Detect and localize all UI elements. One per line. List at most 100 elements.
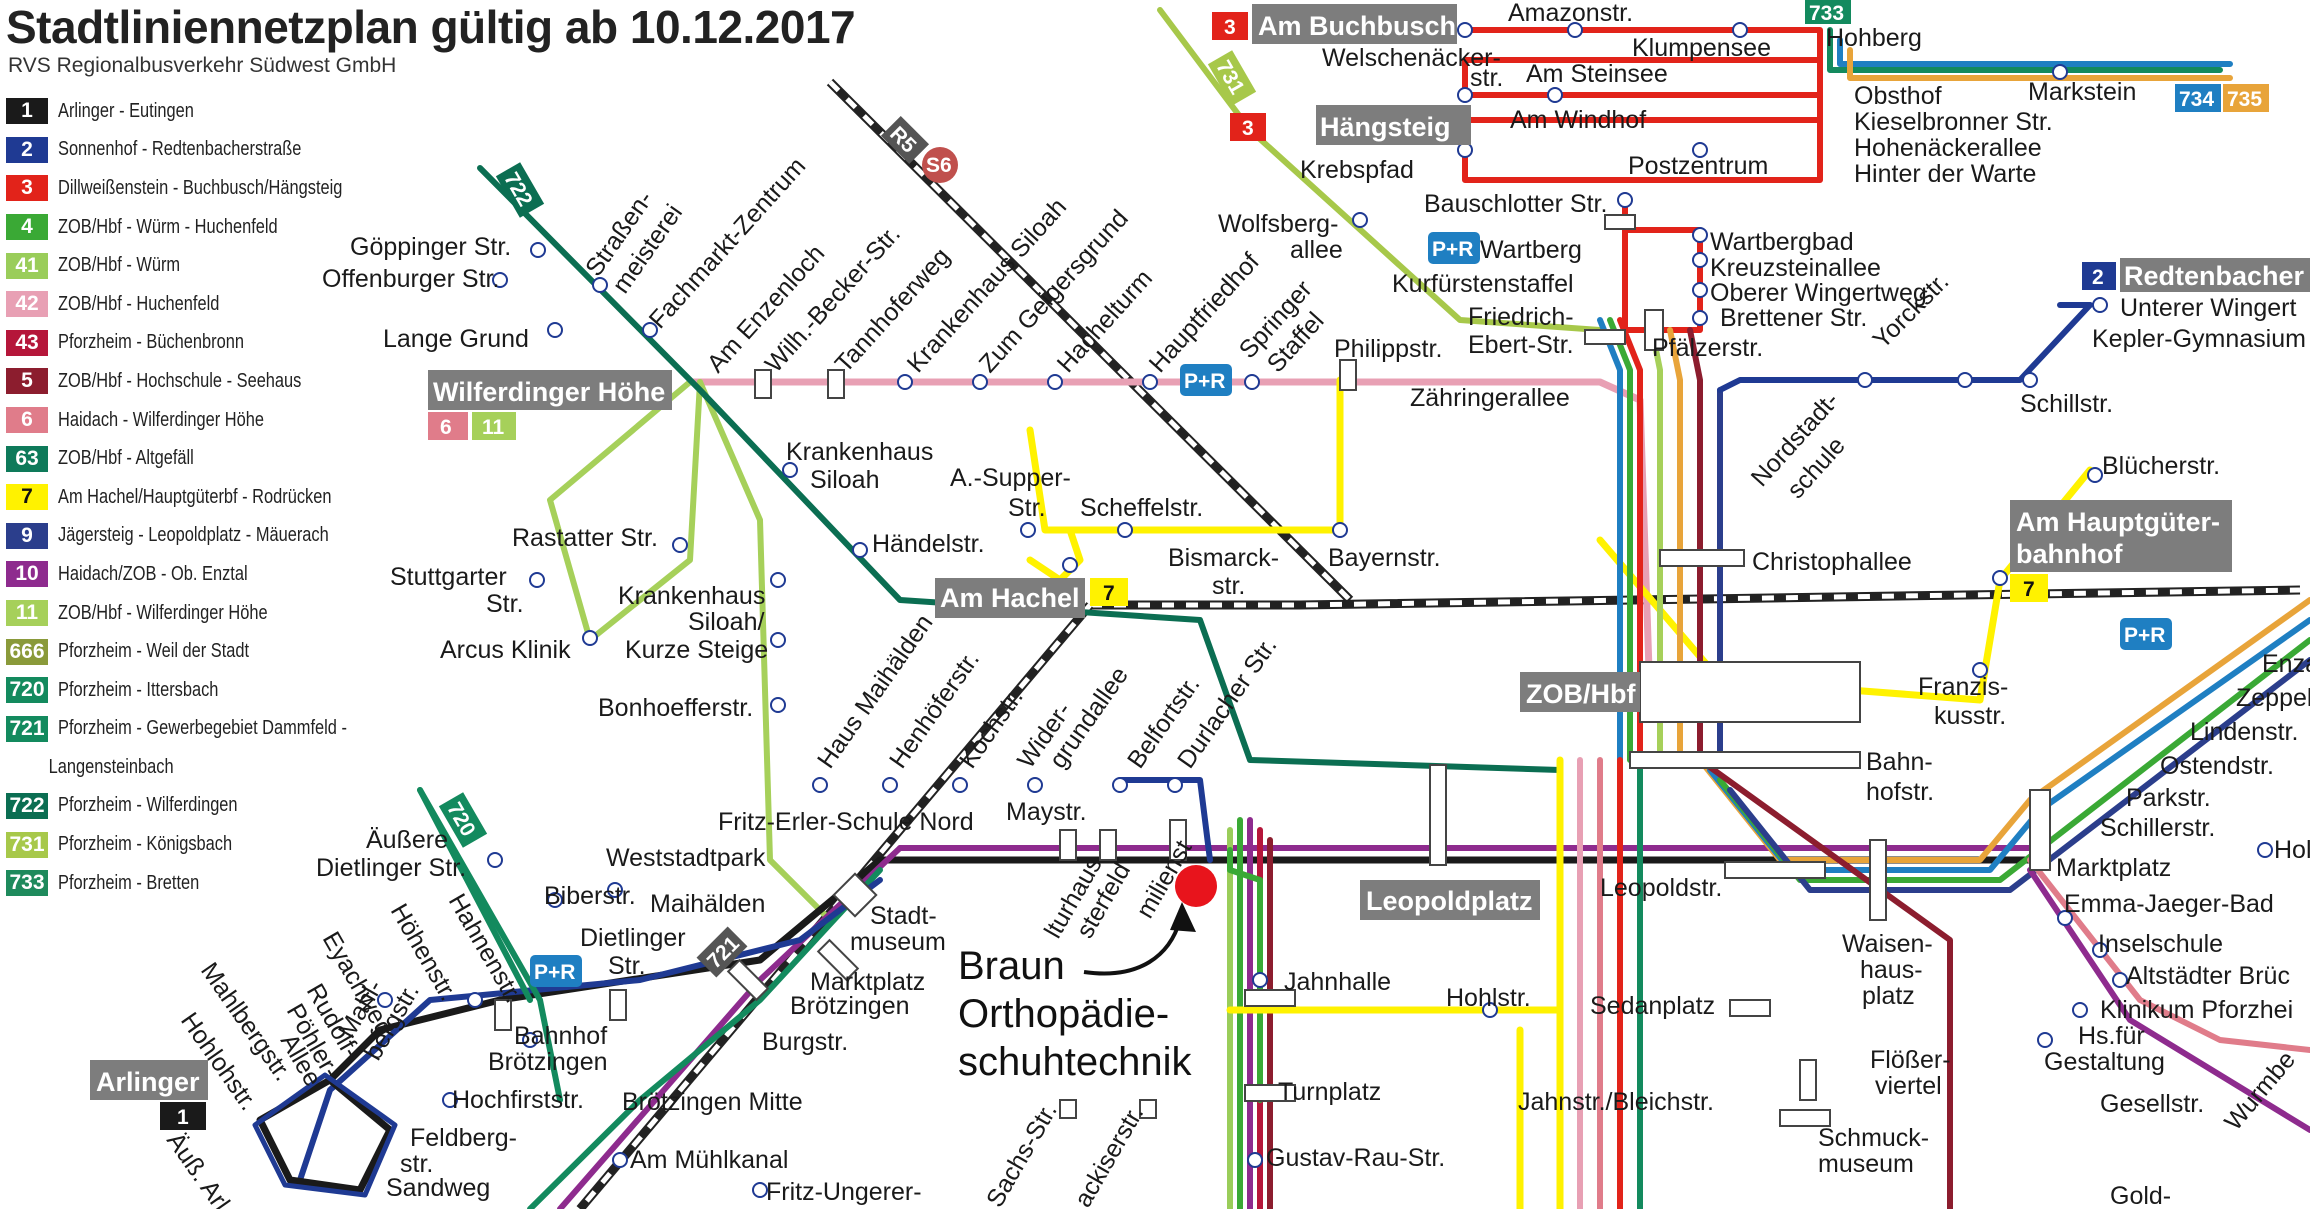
location-marker[interactable] [1175, 865, 1217, 907]
legend-line-badge: 42 [6, 291, 48, 318]
stn-altstaedter: Altstädter Brüc [2126, 962, 2290, 990]
hub-am-hauptgueterbahnhof-text-1: Am Hauptgüter- [2016, 507, 2220, 537]
stn-offenburger: Offenburger Str. [322, 265, 499, 293]
hub-haengsteig [1316, 105, 1471, 145]
badge-line-733-text: 733 [1809, 2, 1844, 25]
stn-bahnhofstr-2: hofstr. [1866, 778, 1934, 806]
stn-biberstr: Biberstr. [544, 882, 636, 910]
hub-am-hauptgueterbahnhof-text-2: bahnhof [2016, 539, 2123, 569]
badge-line-6 [428, 412, 468, 440]
stn-kepler: Kepler-Gymnasium [2092, 325, 2306, 353]
stn-friedrich-ebert-2: Ebert-Str. [1468, 331, 1574, 359]
stn-kh-kurze-3: Kurze Steige [625, 636, 768, 664]
stn-scheffelstr: Scheffelstr. [1080, 494, 1203, 522]
stn-fritz-ungerer: Fritz-Ungerer- [766, 1178, 922, 1206]
stn-a-supper-1: A.-Supper- [950, 464, 1071, 492]
badge-rail-s6 [922, 147, 958, 183]
stn-krebspfad: Krebspfad [1300, 156, 1414, 184]
badge-line-3-buchbusch-text: 3 [1224, 16, 1236, 39]
stn-broetzingen-mitte: Brötzingen Mitte [622, 1088, 803, 1116]
stn-sachsstr: Sachs-Str. [981, 1098, 1063, 1209]
stn-wartberg: Wartberg [1480, 236, 1582, 264]
stn-kh-siloah-2: Siloah [810, 466, 880, 494]
stn-postzentrum: Postzentrum [1628, 152, 1768, 180]
stn-marktplatz: Marktplatz [2056, 854, 2171, 882]
stn-gustav-rau: Gustav-Rau-Str. [1266, 1144, 1445, 1172]
stn-inselschule: Inselschule [2098, 930, 2223, 958]
stn-amazonstr: Amazonstr. [1508, 0, 1633, 27]
hub-arlinger-text: Arlinger [96, 1067, 200, 1097]
stn-klinikum: Klinikum Pforzhei [2100, 996, 2293, 1024]
stn-parkstr: Parkstr. [2126, 784, 2211, 812]
hub-wilferdinger-hoehe [428, 370, 672, 410]
stn-haendelstr: Händelstr. [872, 530, 985, 558]
hub-zob-hbf [1520, 672, 1640, 712]
hub-am-hauptgueterbahnhof [2010, 500, 2232, 572]
badge-line-7-hgbf [2010, 574, 2048, 602]
stn-kh-siloah-1: Krankenhaus [786, 438, 933, 466]
legend-text: Langensteinbach [48, 755, 174, 778]
pr-wartberg: P+R [1432, 238, 1473, 261]
stn-maihaelden: Maihälden [650, 890, 765, 918]
stn-christophallee: Christophallee [1752, 548, 1912, 576]
stn-wurmberg: Wurmbe [2219, 1046, 2301, 1136]
legend-line-badge: 4 [6, 214, 48, 241]
hub-am-hachel [935, 578, 1085, 618]
page-title: Stadtliniennetzplan gültig ab 10.12.2017 [6, 1, 856, 53]
badge-line-6-text: 6 [440, 416, 452, 439]
stn-bahnhof-broetz-2: Brötzingen [488, 1048, 608, 1076]
stn-bismarck-2: str. [1212, 572, 1245, 600]
legend-line-badge: 722 [6, 792, 48, 819]
stn-wartbergbad: Wartbergbad [1710, 228, 1854, 256]
stn-unterer-wingert: Unterer Wingert [2120, 294, 2296, 322]
legend-line-badge: 2 [6, 136, 48, 163]
stn-stuttgarter-1: Stuttgarter [390, 563, 507, 591]
stn-feldberg-2: str. [400, 1150, 433, 1178]
badge-line-7-hachel-text: 7 [1103, 582, 1115, 605]
stn-gesellstr: Gesellstr. [2100, 1090, 2204, 1118]
stn-hochfirststr: Hochfirststr. [452, 1086, 584, 1114]
stn-hohenaecker: Hohenäckerallee [1854, 134, 2042, 162]
legend-text: Dillweißenstein - Buchbusch/Hängsteig [58, 176, 343, 199]
hub-redtenbacher [2120, 258, 2310, 292]
hub-redtenbacher-text: Redtenbacher [2124, 261, 2305, 291]
badge-line-2-text: 2 [2092, 266, 2104, 289]
legend-line-badge: 733 [6, 870, 48, 897]
stn-markstein: Markstein [2028, 78, 2136, 106]
stn-hauptfriedhof: Hauptfriedhof [1144, 248, 1265, 378]
stn-kurfuerstenstaffel: Kurfürstenstaffel [1392, 270, 1574, 298]
legend-line-badge: 63 [6, 445, 48, 472]
badge-line-3-haengsteig [1230, 113, 1266, 141]
badge-line-731: 731 [1207, 50, 1257, 106]
park-and-ride-badges: P+R P+R P+R P+R [530, 232, 2172, 987]
badge-line-734 [2175, 84, 2221, 112]
legend-text: Am Hachel/Hauptgüterbf - Rodrücken [58, 485, 332, 508]
legend-line-badge: 721 [6, 715, 48, 742]
stn-klumpensee: Klumpensee [1632, 34, 1771, 62]
badge-line-1-text: 1 [177, 1106, 189, 1129]
stn-a-supper-2: Str. [1008, 494, 1046, 522]
hub-arlinger [90, 1060, 208, 1100]
annotation-label: Braun Orthopädie- schuhtechnik [958, 942, 1191, 1086]
stn-am-muehlkanal: Am Mühlkanal [630, 1146, 788, 1174]
legend-row: Langensteinbach [6, 748, 410, 787]
stn-bayernstr: Bayernstr. [1328, 544, 1441, 572]
stn-aeussere-2: Dietlinger Str. [316, 854, 466, 882]
stn-holz: Holz [2274, 836, 2310, 864]
legend-line-badge: 666 [6, 638, 48, 665]
stn-jahnhalle: Jahnhalle [1284, 968, 1391, 996]
legend-line-badge: 720 [6, 677, 48, 704]
stn-bismarck-1: Bismarck- [1168, 544, 1279, 572]
stn-arcus: Arcus Klinik [440, 636, 571, 664]
